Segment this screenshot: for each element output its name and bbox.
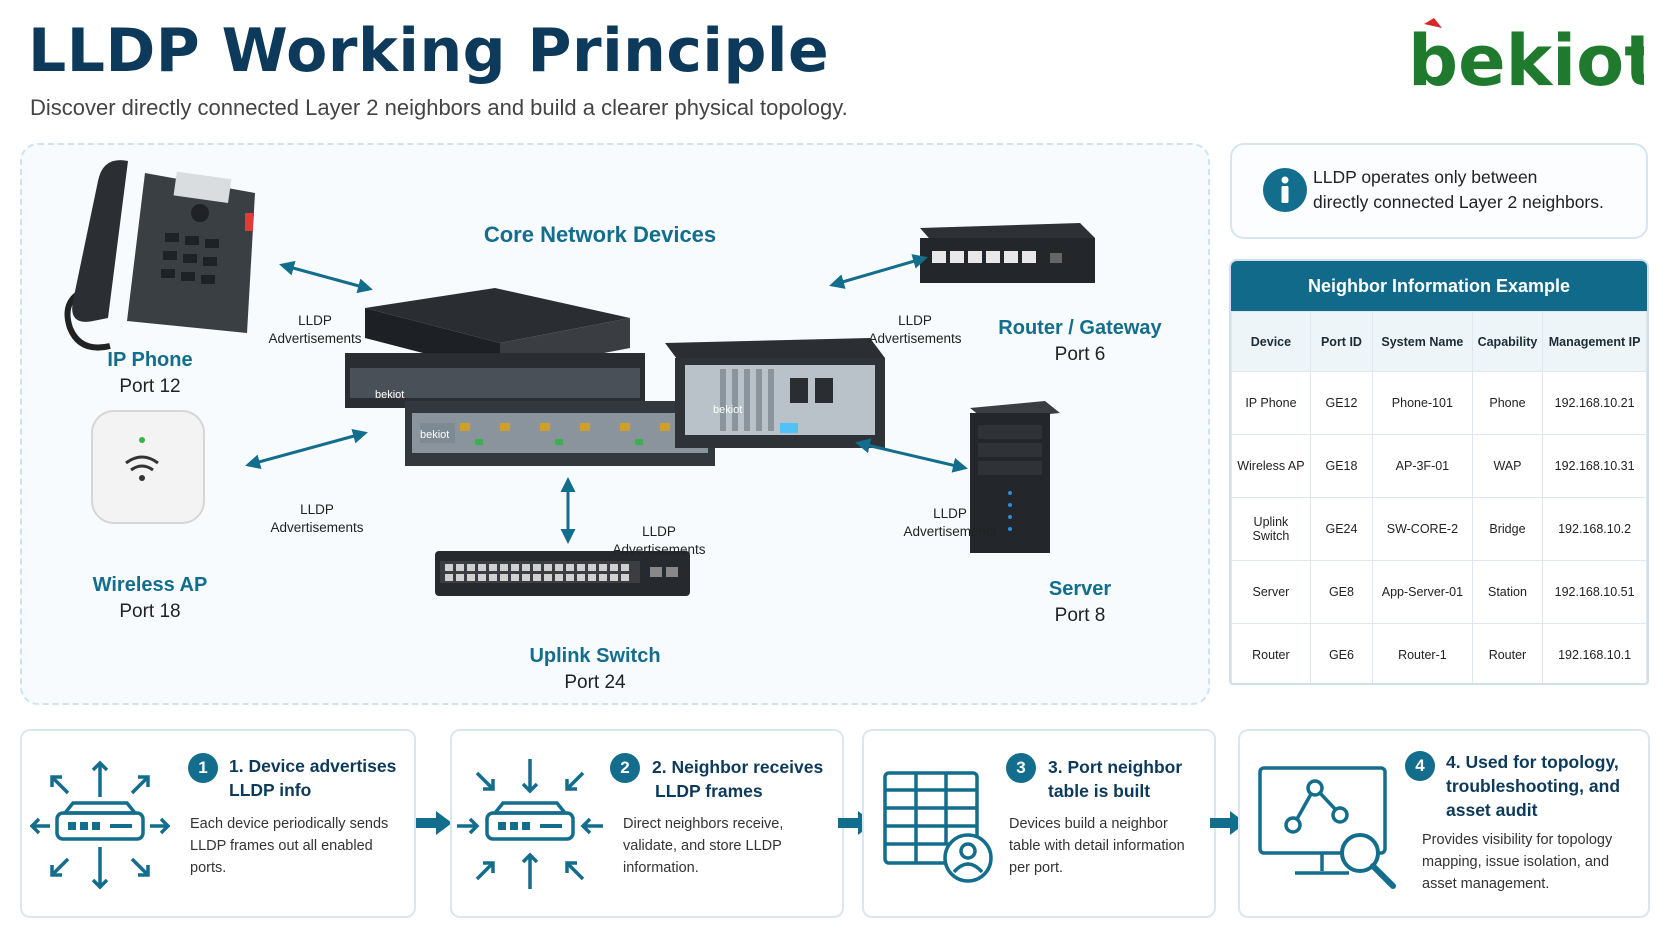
table-cell: Wireless AP	[1231, 434, 1311, 498]
table-cell: AP-3F-01	[1372, 434, 1473, 498]
flow-arrow-icon	[1210, 811, 1246, 835]
table-header-row: Device Port ID System Name Capability Ma…	[1231, 311, 1647, 372]
step-number-badge: 2	[610, 753, 640, 783]
table-cell: SW-CORE-2	[1372, 497, 1473, 561]
page-title: LLDP Working Principle	[28, 16, 830, 86]
device-port: Port 6	[1054, 344, 1106, 365]
device-name: IP Phone	[107, 349, 193, 371]
core-devices-title: Core Network Devices	[483, 222, 717, 247]
column-header: System Name	[1372, 311, 1473, 372]
info-box	[1230, 143, 1648, 239]
table-cell: 192.168.10.1	[1542, 623, 1647, 683]
table-cell: Bridge	[1471, 497, 1544, 561]
neighbor-table-title: Neighbor Information Example	[1231, 261, 1647, 311]
table-cell: IP Phone	[1231, 371, 1311, 435]
step-number-badge: 3	[1006, 753, 1036, 783]
table-cell: Server	[1231, 560, 1311, 624]
table-cell: 192.168.10.2	[1542, 497, 1647, 561]
table-row: Uplink Switch GE24 SW-CORE-2 Bridge 192.…	[1231, 497, 1647, 561]
device-name: Server	[1048, 578, 1112, 600]
table-cell: 192.168.10.51	[1542, 560, 1647, 624]
column-header: Management IP	[1542, 311, 1647, 372]
table-cell: GE18	[1309, 434, 1374, 498]
table-row: Router GE6 Router-1 Router 192.168.10.1	[1231, 623, 1647, 683]
table-cell: GE6	[1309, 623, 1374, 683]
device-name: Uplink Switch	[529, 645, 661, 667]
device-port: Port 8	[1054, 605, 1106, 626]
device-wireless-ap: Wireless AP Port 18	[70, 574, 230, 623]
table-cell: Uplink Switch	[1231, 497, 1311, 561]
table-cell: GE24	[1309, 497, 1374, 561]
table-cell: Phone-101	[1372, 371, 1473, 435]
table-cell: 192.168.10.31	[1542, 434, 1647, 498]
lldp-arrows	[245, 254, 968, 544]
table-row: Wireless AP GE18 AP-3F-01 WAP 192.168.10…	[1231, 434, 1647, 498]
table-cell: GE12	[1309, 371, 1374, 435]
device-ip-phone: IP Phone Port 12	[70, 349, 230, 398]
svg-text:bekiot: bekiot	[375, 389, 404, 401]
step-4-card	[1238, 729, 1650, 918]
wireless-ap-icon	[91, 410, 205, 524]
step-description: Direct neighbors receive,validate, and s…	[623, 816, 784, 876]
topology-monitor-icon	[1258, 766, 1396, 889]
table-cell: Station	[1471, 560, 1544, 624]
table-cell: GE8	[1309, 560, 1374, 624]
uplink-switch-icon	[435, 551, 690, 596]
device-name: Router / Gateway	[998, 317, 1162, 339]
column-header: Device	[1231, 311, 1311, 372]
table-row: IP Phone GE12 Phone-101 Phone 192.168.10…	[1231, 371, 1647, 435]
svg-text:bekiot: bekiot	[713, 404, 742, 416]
broadcast-device-icon	[30, 760, 170, 890]
device-name: Wireless AP	[92, 574, 208, 596]
ip-phone-icon	[64, 160, 255, 351]
step-number-badge: 1	[188, 753, 218, 783]
device-port: Port 24	[564, 672, 626, 693]
table-cell: Router-1	[1372, 623, 1473, 683]
table-cell: 192.168.10.21	[1542, 371, 1647, 435]
table-cell: Router	[1231, 623, 1311, 683]
step-title: 4. Used for topology,troubleshooting, an…	[1446, 752, 1621, 820]
table-cell: App-Server-01	[1372, 560, 1473, 624]
core-switch-stack-icon	[345, 288, 885, 466]
table-row: Server GE8 App-Server-01 Station 192.168…	[1231, 560, 1647, 624]
device-port: Port 18	[119, 601, 181, 622]
router-gateway-icon	[920, 223, 1095, 283]
column-header: Port ID	[1309, 311, 1374, 372]
table-cell: Phone	[1471, 371, 1544, 435]
step-number-badge: 4	[1405, 751, 1435, 781]
device-server: Server Port 8	[1000, 578, 1160, 627]
table-cell: WAP	[1471, 434, 1544, 498]
table-cell: Router	[1471, 623, 1544, 683]
device-uplink-switch: Uplink Switch Port 24	[515, 645, 675, 694]
brand-logo: bekiot	[1408, 18, 1644, 100]
column-header: Capability	[1471, 311, 1544, 372]
server-icon	[970, 401, 1060, 553]
page-subtitle: Discover directly connected Layer 2 neig…	[30, 95, 848, 120]
svg-text:bekiot: bekiot	[1408, 20, 1644, 100]
receive-device-icon	[457, 759, 603, 889]
step-3-card	[862, 729, 1216, 918]
flow-arrow-icon	[416, 811, 452, 835]
svg-text:bekiot: bekiot	[420, 429, 449, 441]
device-illustrations: bekiot bekiot bekiot	[64, 160, 1095, 596]
device-port: Port 12	[119, 376, 181, 397]
info-text: LLDP operates only between directly conn…	[1313, 167, 1604, 212]
info-icon	[1263, 168, 1307, 212]
neighbor-table-icon	[883, 771, 993, 883]
neighbor-table: Neighbor Information Example Device Port…	[1229, 259, 1649, 685]
device-router-gateway: Router / Gateway Port 6	[980, 317, 1180, 366]
